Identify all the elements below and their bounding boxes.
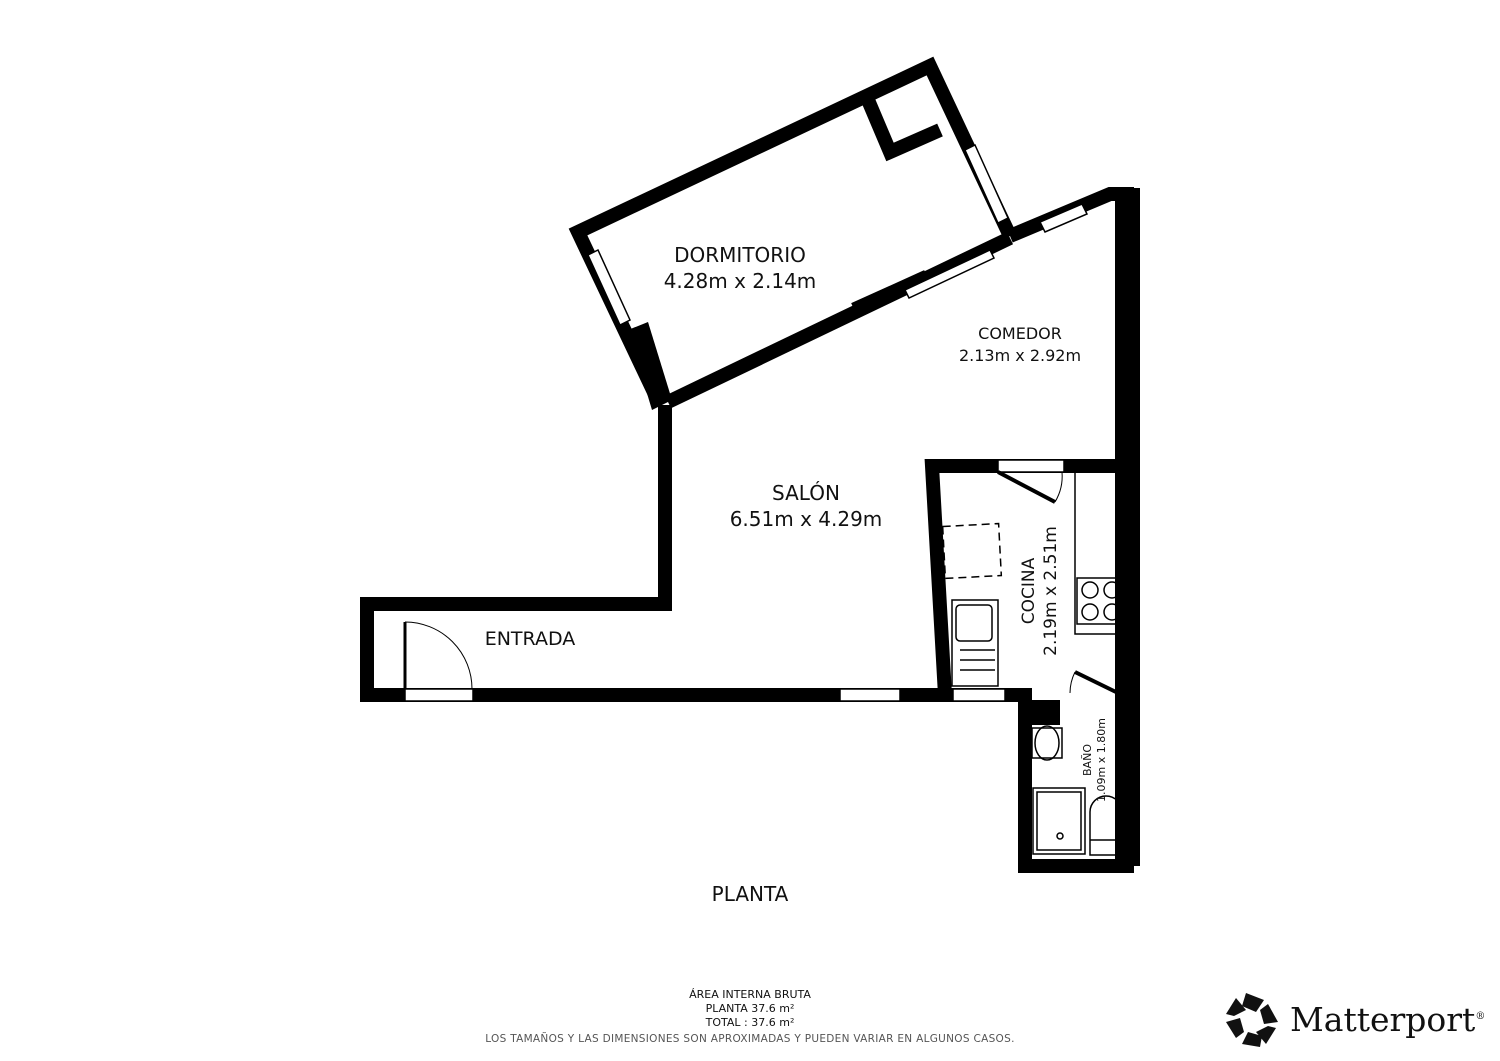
floor-title: PLANTA — [711, 882, 789, 906]
total-area: TOTAL : 37.6 m² — [705, 1016, 795, 1029]
room-name: COMEDOR — [978, 324, 1062, 343]
room-label-bano: BAÑO 1.09m x 1.80m — [1081, 705, 1109, 815]
logo-mark — [1226, 993, 1278, 1047]
room-name: COCINA — [1019, 557, 1039, 625]
brand-name: Matterport — [1290, 1000, 1476, 1039]
room-dims: 4.28m x 2.14m — [663, 269, 817, 293]
brand-logo: Matterport® — [1290, 1000, 1485, 1039]
windows — [587, 143, 1089, 702]
room-label-entrada: ENTRADA — [460, 628, 600, 650]
area-heading: ÁREA INTERNA BRUTA — [689, 988, 811, 1001]
room-name: BAÑO — [1081, 744, 1094, 776]
room-name: SALÓN — [772, 481, 840, 505]
counter — [1074, 471, 1128, 635]
stove-icon — [1076, 577, 1126, 625]
room-dims: 2.13m x 2.92m — [958, 346, 1082, 365]
shower-icon — [1032, 787, 1086, 855]
fixtures — [941, 471, 1128, 856]
doors — [403, 270, 1119, 702]
room-dims: 6.51m x 4.29m — [729, 507, 883, 531]
room-label-cocina: COCINA 2.19m x 2.51m — [1018, 511, 1062, 671]
disclaimer: LOS TAMAÑOS Y LAS DIMENSIONES SON APROXI… — [485, 1033, 1015, 1045]
room-name: ENTRADA — [484, 628, 576, 650]
washbasin-icon — [1034, 725, 1060, 761]
table-outline — [941, 522, 1003, 580]
toilet-icon — [1089, 795, 1123, 856]
room-label-comedor: COMEDOR 2.13m x 2.92m — [940, 323, 1100, 367]
room-name: DORMITORIO — [674, 243, 806, 267]
room-label-salon: SALÓN 6.51m x 4.29m — [706, 480, 906, 532]
room-dims: 2.19m x 2.51m — [1041, 526, 1061, 656]
registered-mark: ® — [1475, 1011, 1486, 1022]
room-dims: 1.09m x 1.80m — [1095, 718, 1108, 802]
room-label-dormitorio: DORMITORIO 4.28m x 2.14m — [640, 242, 840, 294]
sink-icon — [951, 599, 999, 687]
floor-area: PLANTA 37.6 m² — [705, 1002, 795, 1015]
